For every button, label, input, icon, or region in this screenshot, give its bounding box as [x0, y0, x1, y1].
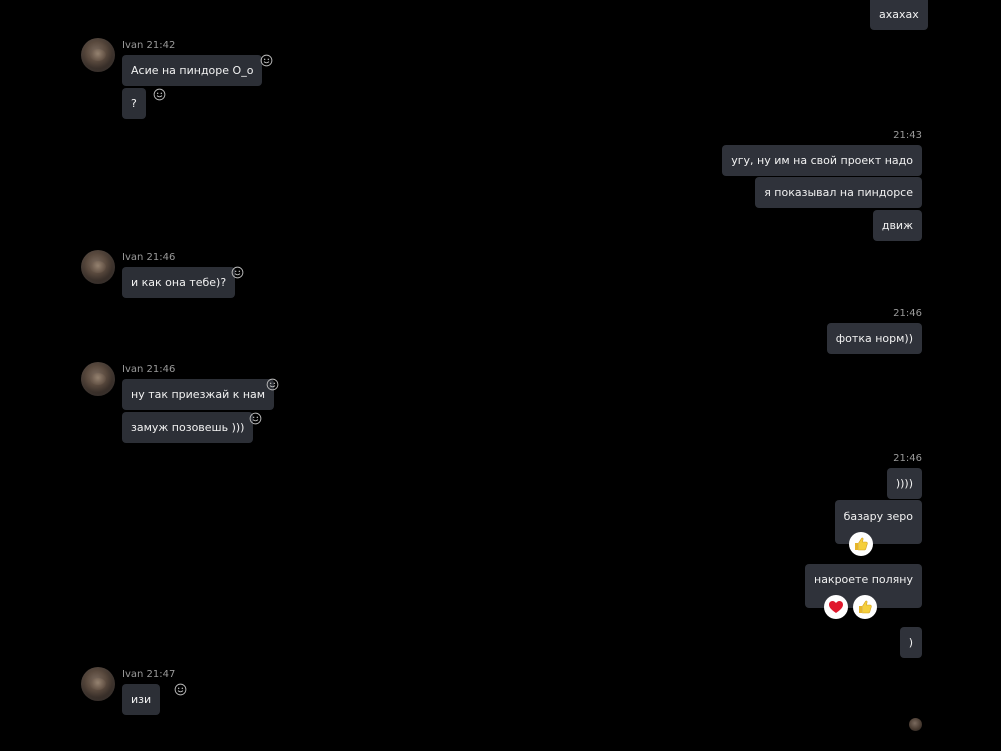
thumbs-up-icon: [855, 537, 868, 551]
add-reaction-icon[interactable]: [231, 266, 244, 279]
message-bubble-incoming[interactable]: изи: [122, 684, 161, 715]
message-bubble-incoming[interactable]: ну так приезжай к нам: [122, 379, 275, 410]
sender-name: Ivan: [122, 364, 144, 375]
sender-name: Ivan: [122, 40, 144, 51]
message-meta: Ivan 21:46: [122, 252, 175, 263]
avatar[interactable]: [81, 38, 115, 72]
timestamp: 21:46: [146, 252, 176, 263]
avatar[interactable]: [81, 362, 115, 396]
heart-icon: [829, 601, 843, 613]
message-bubble-outgoing[interactable]: движ: [872, 210, 922, 241]
message-meta: Ivan 21:42: [122, 40, 175, 51]
message-meta: Ivan 21:46: [122, 364, 175, 375]
add-reaction-icon[interactable]: [153, 88, 166, 101]
reaction-thumbs-up[interactable]: [853, 595, 877, 619]
add-reaction-icon[interactable]: [266, 378, 279, 391]
message-bubble-outgoing[interactable]: ): [899, 627, 922, 658]
add-reaction-icon[interactable]: [174, 683, 187, 696]
timestamp: 21:43: [893, 130, 922, 141]
message-bubble-incoming[interactable]: Асие на пиндоре О_о: [122, 55, 263, 86]
message-bubble-incoming[interactable]: замуж позовешь ))): [122, 412, 254, 443]
thumbs-up-icon: [859, 600, 872, 614]
message-bubble-outgoing[interactable]: базару зеро: [834, 500, 922, 544]
avatar[interactable]: [81, 250, 115, 284]
timestamp: 21:47: [146, 669, 176, 680]
timestamp: 21:46: [146, 364, 176, 375]
sender-name: Ivan: [122, 669, 144, 680]
timestamp: 21:42: [146, 40, 176, 51]
sender-name: Ivan: [122, 252, 144, 263]
reaction-heart[interactable]: [824, 595, 848, 619]
message-bubble-incoming[interactable]: и как она тебе)?: [122, 267, 236, 298]
message-text: базару зеро: [843, 510, 913, 523]
message-bubble-incoming[interactable]: ?: [122, 88, 146, 119]
message-bubble-outgoing[interactable]: угу, ну им на свой проект надо: [722, 145, 922, 176]
message-bubble-outgoing[interactable]: фотка норм)): [826, 323, 922, 354]
read-receipt-avatar: [909, 718, 922, 731]
add-reaction-icon[interactable]: [249, 412, 262, 425]
add-reaction-icon[interactable]: [260, 54, 273, 67]
message-text: накроете поляну: [814, 573, 913, 586]
message-bubble-outgoing[interactable]: я показывал на пиндорсе: [755, 177, 922, 208]
message-bubble-outgoing[interactable]: ахахах: [870, 0, 928, 30]
message-meta: Ivan 21:47: [122, 669, 175, 680]
reaction-thumbs-up[interactable]: [849, 532, 873, 556]
message-bubble-outgoing[interactable]: )))): [886, 468, 922, 499]
avatar[interactable]: [81, 667, 115, 701]
timestamp: 21:46: [893, 453, 922, 464]
timestamp: 21:46: [893, 308, 922, 319]
